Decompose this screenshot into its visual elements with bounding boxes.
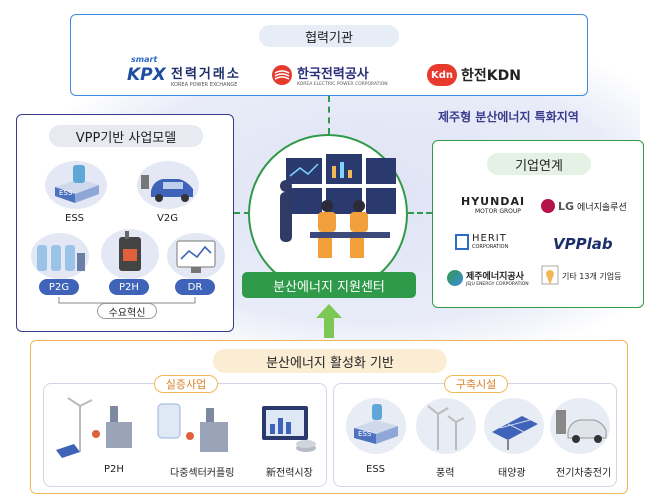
- wind-label: 풍력: [436, 468, 455, 479]
- p2g-illustration: [31, 233, 89, 279]
- ev-charger-label: 전기차충전기: [556, 468, 612, 479]
- ess-facility-label: ESS: [366, 464, 386, 475]
- kepco-emblem-icon: [272, 65, 292, 85]
- kdn-emblem-icon: Kdn: [427, 64, 457, 86]
- facilities-tag: 구축시설: [444, 375, 508, 393]
- multi-sector-coupling-label: 다중섹터커플링: [170, 468, 235, 479]
- new-power-market-illustration: [262, 406, 316, 452]
- demo-projects-box: 실증사업 P2H 다중섹터커플링 新전력시장: [43, 375, 327, 487]
- kdn-logo: Kdn 한전KDN: [427, 63, 521, 87]
- hyundai-logo: HYUNDAI MOTOR GROUP: [461, 195, 525, 215]
- kepco-name: 한국전력공사: [297, 67, 369, 82]
- jeju-energy-sub: JEJU ENERGY CORPORATION: [466, 282, 529, 287]
- ess-label: ESS: [65, 213, 85, 224]
- kepco-english: KOREA ELECTRIC POWER CORPORATION: [297, 82, 388, 87]
- demand-innovation-bracket: [58, 297, 196, 304]
- p2h-demo-label: P2H: [104, 464, 124, 475]
- companies-box: 기업연계 HYUNDAI MOTOR GROUP LG 에너지솔루션 HERIT…: [432, 140, 644, 308]
- ess-illustration: ESS: [45, 161, 107, 209]
- kpx-name: 전력거래소: [171, 66, 241, 82]
- kpx-badge: smart: [131, 55, 158, 64]
- lg-mark: LG: [558, 199, 575, 213]
- partners-box: 협력기관 smart KPX 전력거래소 KOREA POWER EXCHANG…: [70, 14, 588, 96]
- facilities-box: 구축시설 ESS ESS 풍력: [333, 375, 617, 487]
- jeju-energy-emblem-icon: [447, 270, 463, 286]
- ess-facility-illustration: ESS: [346, 398, 406, 454]
- certificate-icon: [541, 265, 559, 285]
- region-title: 제주형 분산에너지 특화지역: [438, 110, 579, 124]
- connector-left: [234, 212, 250, 214]
- solar-label: 태양광: [498, 468, 526, 479]
- jeju-energy-name: 제주에너지공사: [466, 272, 524, 282]
- v2g-illustration: [137, 161, 199, 209]
- connector-top: [328, 96, 330, 134]
- jeju-energy-logo: 제주에너지공사 JEJU ENERGY CORPORATION: [447, 269, 529, 287]
- others-logo: 기타 13개 기업등: [541, 265, 621, 287]
- center-illustration: [248, 134, 408, 294]
- kpx-logo: smart KPX 전력거래소 KOREA POWER EXCHANGE: [127, 55, 241, 88]
- kpx-mark: KPX: [127, 65, 166, 85]
- vpp-business-model-box: VPP기반 사업모델 ESS ESS V2G P2G: [16, 114, 234, 332]
- hyundai-sub: MOTOR GROUP: [475, 208, 521, 215]
- vpplab-logo: VPPlab: [553, 235, 613, 253]
- kepco-logo: 한국전력공사 KOREA ELECTRIC POWER CORPORATION: [271, 63, 388, 87]
- dr-label: DR: [175, 279, 215, 295]
- new-power-market-label: 新전력시장: [266, 468, 313, 479]
- p2g-label: P2G: [39, 279, 79, 295]
- activation-base-box: 분산에너지 활성화 기반 실증사업 P2H 다중섹터커플링: [30, 340, 628, 494]
- multi-sector-coupling-illustration: [157, 403, 228, 452]
- companies-title: 기업연계: [487, 153, 591, 175]
- hyundai-name: HYUNDAI: [461, 195, 526, 208]
- ess-tank-label: ESS: [59, 189, 73, 197]
- herit-name: HERIT: [472, 233, 507, 244]
- herit-logo: HERIT CORPORATION: [455, 233, 508, 250]
- lg-name: 에너지솔루션: [577, 202, 627, 213]
- wind-illustration: [416, 398, 476, 454]
- kdn-mark: Kdn: [430, 69, 454, 81]
- p2h-demo-illustration: [56, 397, 132, 458]
- activation-base-title: 분산에너지 활성화 기반: [213, 349, 447, 373]
- kpx-english: KOREA POWER EXCHANGE: [171, 81, 238, 88]
- up-arrow-icon: [316, 304, 342, 338]
- solar-illustration: [484, 398, 544, 454]
- p2h-label: P2H: [109, 279, 149, 295]
- ess-facility-tank-label: ESS: [358, 430, 372, 438]
- herit-sub: CORPORATION: [472, 244, 509, 250]
- connector-right: [408, 212, 432, 214]
- v2g-label: V2G: [157, 213, 178, 224]
- p2h-illustration: [101, 229, 159, 279]
- lg-logo: LG 에너지솔루션: [541, 199, 627, 213]
- dr-illustration: [167, 233, 225, 279]
- kdn-name: 한전KDN: [461, 68, 521, 84]
- herit-emblem-icon: [455, 233, 469, 250]
- ev-charger-illustration: [550, 398, 610, 454]
- vpp-title: VPP기반 사업모델: [49, 125, 203, 147]
- demo-projects-tag: 실증사업: [154, 375, 218, 393]
- distributed-energy-support-center-label: 분산에너지 지원센터: [242, 272, 416, 298]
- others-label: 기타 13개 기업등: [562, 271, 622, 281]
- lg-emblem-icon: [541, 199, 555, 213]
- demand-innovation-label: 수요혁신: [97, 303, 157, 319]
- vpplab-name: VPPlab: [553, 235, 613, 253]
- partners-title: 협력기관: [259, 25, 399, 47]
